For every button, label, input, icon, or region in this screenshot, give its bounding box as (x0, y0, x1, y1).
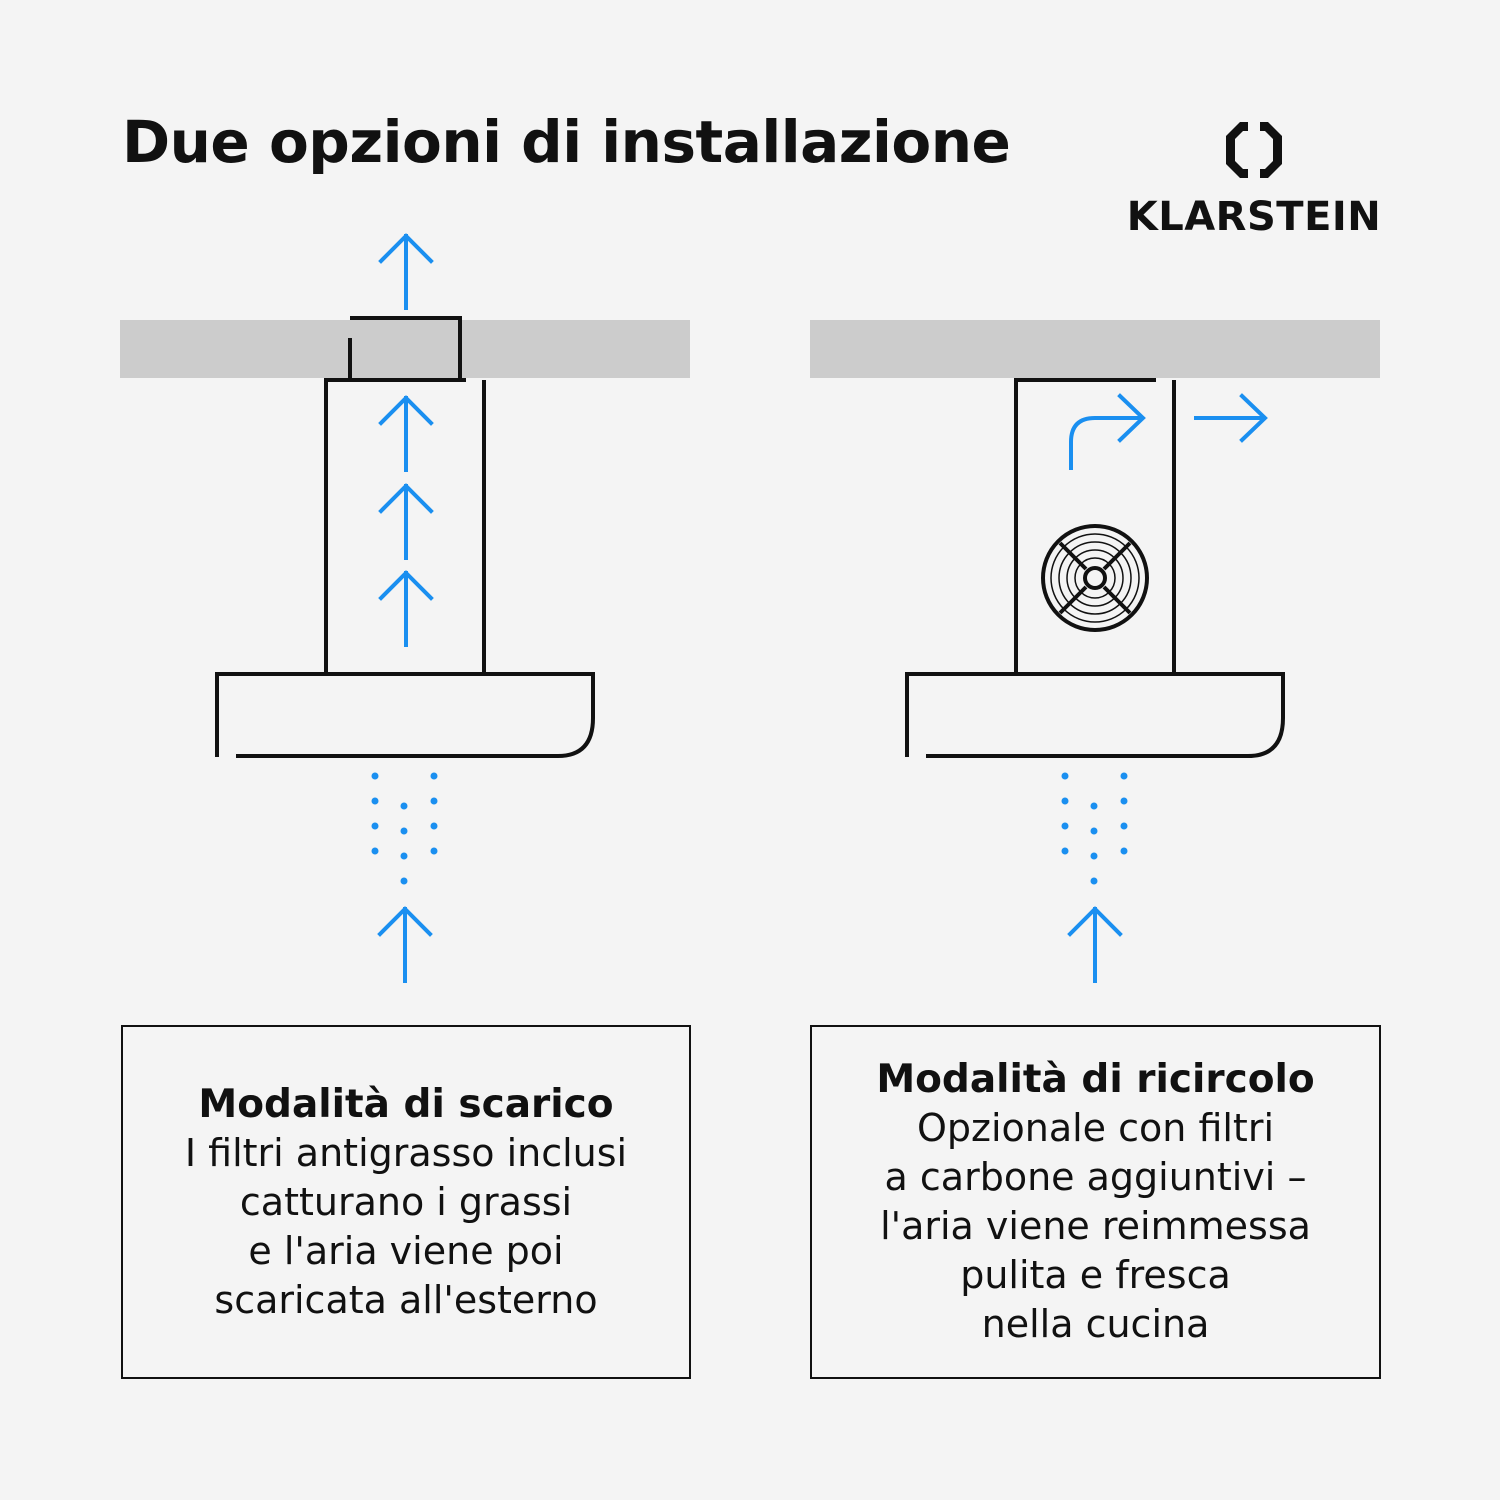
arrow-up-icon (379, 571, 433, 647)
arrow-up-icon (379, 396, 433, 472)
page-title: Due opzioni di installazione (122, 108, 1011, 176)
chimney-left (324, 378, 486, 672)
caption-line: catturano i grassi (239, 1179, 573, 1224)
installation-diagram (120, 234, 1380, 983)
recirculation-mode-caption: Modalità di ricircolo Opzionale con filt… (810, 1025, 1381, 1379)
exhaust-mode-diagram (120, 234, 690, 983)
ceiling-left (120, 320, 690, 378)
arrow-right-icon (1194, 393, 1268, 443)
caption-line: pulita e fresca (960, 1253, 1231, 1297)
brand-logo: KLARSTEIN (1124, 118, 1384, 240)
caption-line: nella cucina (981, 1302, 1210, 1346)
hood-canopy-right (905, 672, 1285, 758)
caption-line: Opzionale con filtri (916, 1106, 1275, 1150)
arrow-up-icon (378, 907, 432, 983)
caption-line: l'aria viene reimmessa (880, 1204, 1311, 1248)
recirculation-mode-diagram (810, 320, 1380, 983)
arrow-up-icon (379, 234, 433, 310)
steam-dots-left (371, 772, 438, 885)
ceiling-right (810, 320, 1380, 378)
arrow-up-icon (1068, 907, 1122, 983)
caption-heading: Modalità di scarico (198, 1081, 614, 1127)
brand-name: KLARSTEIN (1126, 194, 1382, 240)
exhaust-mode-caption: Modalità di scarico I filtri antigrasso … (121, 1025, 691, 1379)
chimney-right (1014, 378, 1176, 672)
caption-line: e l'aria viene poi (248, 1228, 564, 1273)
klarstein-logo-icon (1226, 118, 1282, 182)
caption-line: I filtri antigrasso inclusi (184, 1130, 628, 1175)
curved-arrow-icon (1069, 393, 1146, 470)
caption-line: scaricata all'esterno (214, 1277, 598, 1322)
arrow-up-icon (379, 484, 433, 560)
fan-icon (1041, 524, 1149, 632)
duct-outlet (348, 316, 462, 380)
hood-canopy-left (215, 672, 595, 758)
steam-dots-right (1061, 772, 1128, 885)
caption-line: a carbone aggiuntivi – (884, 1155, 1307, 1199)
caption-heading: Modalità di ricircolo (876, 1057, 1315, 1102)
